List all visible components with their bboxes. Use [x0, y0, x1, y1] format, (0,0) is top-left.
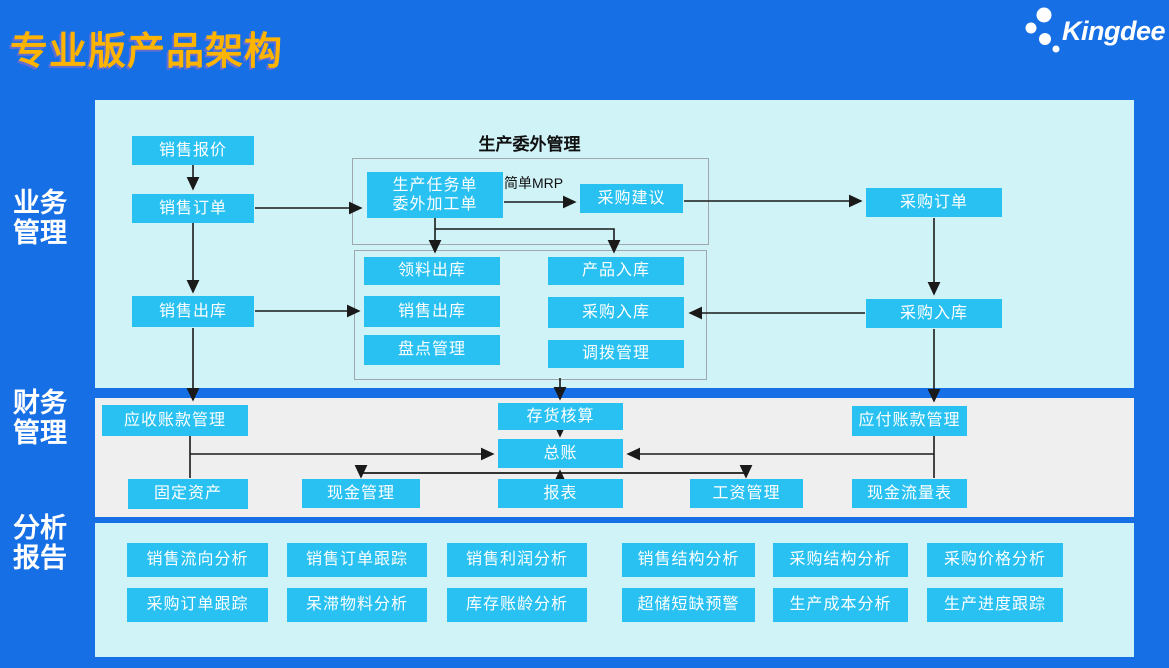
box-stocktake: 盘点管理	[364, 335, 500, 365]
box-purchase-suggestion: 采购建议	[580, 184, 683, 213]
band-label-business-line1: 业务	[13, 188, 67, 218]
box-purchase-order: 采购订单	[866, 188, 1002, 217]
box-accounts-payable: 应付账款管理	[852, 406, 967, 436]
box-inventory-accounting: 存货核算	[498, 403, 623, 430]
box-production-task-outsourcing: 生产任务单 委外加工单	[367, 172, 503, 218]
band-label-finance-line1: 财务	[13, 388, 67, 418]
box-sales-delivery-left: 销售出库	[132, 296, 254, 327]
mrp-group-title: 生产委外管理	[478, 135, 581, 154]
box-material-issue: 领料出库	[364, 257, 500, 285]
box-production-task-line1: 生产任务单	[392, 176, 478, 194]
band-label-analysis-line1: 分析	[13, 513, 67, 543]
box-sales-order-tracking: 销售订单跟踪	[287, 543, 427, 577]
box-cash-management: 现金管理	[302, 479, 420, 508]
box-purchase-inbound: 采购入库	[548, 297, 684, 328]
box-reports: 报表	[498, 479, 623, 508]
box-sales-outbound: 销售出库	[364, 296, 500, 327]
box-production-cost-analysis: 生产成本分析	[773, 588, 908, 622]
box-transfer: 调拨管理	[548, 340, 684, 368]
band-label-analysis-line2: 报告	[13, 543, 67, 573]
box-payroll: 工资管理	[690, 479, 803, 508]
band-label-analysis: 分析 报告	[13, 513, 83, 573]
box-sales-structure-analysis: 销售结构分析	[622, 543, 755, 577]
box-purchase-price-analysis: 采购价格分析	[927, 543, 1063, 577]
box-sales-order: 销售订单	[132, 194, 254, 223]
kingdee-logo-text: Kingdee	[1062, 16, 1166, 46]
box-stagnant-material-analysis: 呆滞物料分析	[287, 588, 427, 622]
mrp-arrow-label: 简单MRP	[504, 175, 564, 191]
box-purchase-order-tracking: 采购订单跟踪	[127, 588, 268, 622]
box-fixed-assets: 固定资产	[128, 479, 248, 509]
box-cash-flow-statement: 现金流量表	[852, 479, 967, 508]
box-purchase-structure-analysis: 采购结构分析	[773, 543, 908, 577]
band-label-finance: 财务 管理	[13, 388, 83, 448]
box-accounts-receivable: 应收账款管理	[102, 405, 248, 436]
box-sales-quote: 销售报价	[132, 136, 254, 165]
box-inventory-aging-analysis: 库存账龄分析	[447, 588, 587, 622]
kingdee-dots-icon	[1025, 7, 1060, 53]
box-production-task-line2: 委外加工单	[392, 196, 478, 213]
box-overstock-shortage-warning: 超储短缺预警	[622, 588, 755, 622]
kingdee-logo: Kingdee	[1020, 2, 1166, 62]
box-purchase-inbound-right: 采购入库	[866, 299, 1002, 328]
band-label-business: 业务 管理	[13, 188, 83, 248]
box-production-progress-tracking: 生产进度跟踪	[927, 588, 1063, 622]
box-sales-profit-analysis: 销售利润分析	[447, 543, 587, 577]
box-product-inbound: 产品入库	[548, 257, 684, 285]
box-general-ledger: 总账	[498, 439, 623, 468]
band-label-business-line2: 管理	[13, 218, 67, 248]
box-sales-flow-analysis: 销售流向分析	[127, 543, 268, 577]
page-title: 专业版产品架构	[10, 31, 284, 73]
band-label-finance-line2: 管理	[13, 418, 67, 448]
